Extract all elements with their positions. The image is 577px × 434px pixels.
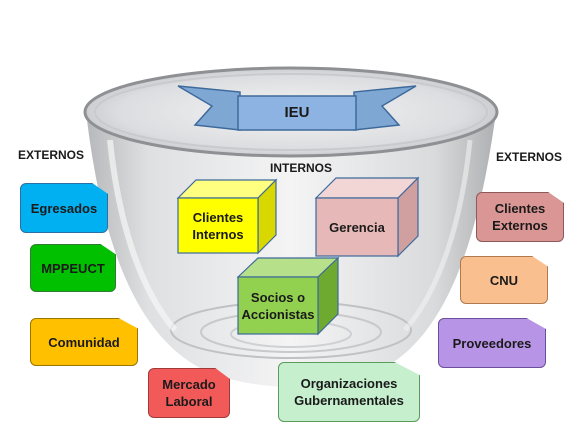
heading-externos-right: EXTERNOS — [496, 150, 563, 164]
banner-label: IEU — [284, 104, 310, 121]
label-gerencia: Gerencia — [329, 220, 385, 235]
card-clientes-externos-label: Clientes Externos — [492, 201, 548, 233]
label-socios: Socios o Accionistas — [241, 290, 315, 322]
card-egresados: Egresados — [20, 183, 108, 233]
box-socios — [236, 256, 340, 336]
card-cnu-label: CNU — [489, 272, 519, 288]
box-clientes-internos — [176, 178, 278, 255]
card-mppeuct: MPPEUCT — [30, 244, 116, 292]
box-gerencia — [314, 176, 420, 258]
card-organizaciones: Organizaciones Gubernamentales — [278, 362, 420, 422]
card-comunidad: Comunidad — [30, 318, 138, 366]
card-clientes-externos: Clientes Externos — [476, 192, 564, 242]
card-comunidad-label: Comunidad — [48, 334, 120, 350]
card-cnu: CNU — [460, 256, 548, 304]
heading-internos: INTERNOS — [270, 161, 333, 175]
banner-ribbon — [177, 85, 417, 131]
label-clientes-internos: Clientes Internos — [192, 210, 244, 242]
card-proveedores-label: Proveedores — [452, 335, 532, 351]
card-mppeuct-label: MPPEUCT — [41, 260, 105, 276]
card-mercado-laboral-label: Mercado Laboral — [162, 377, 216, 409]
card-mercado-laboral: Mercado Laboral — [148, 368, 230, 418]
card-organizaciones-label: Organizaciones Gubernamentales — [294, 376, 404, 408]
card-egresados-label: Egresados — [30, 200, 98, 216]
heading-externos-left: EXTERNOS — [18, 148, 85, 162]
card-proveedores: Proveedores — [438, 318, 546, 368]
